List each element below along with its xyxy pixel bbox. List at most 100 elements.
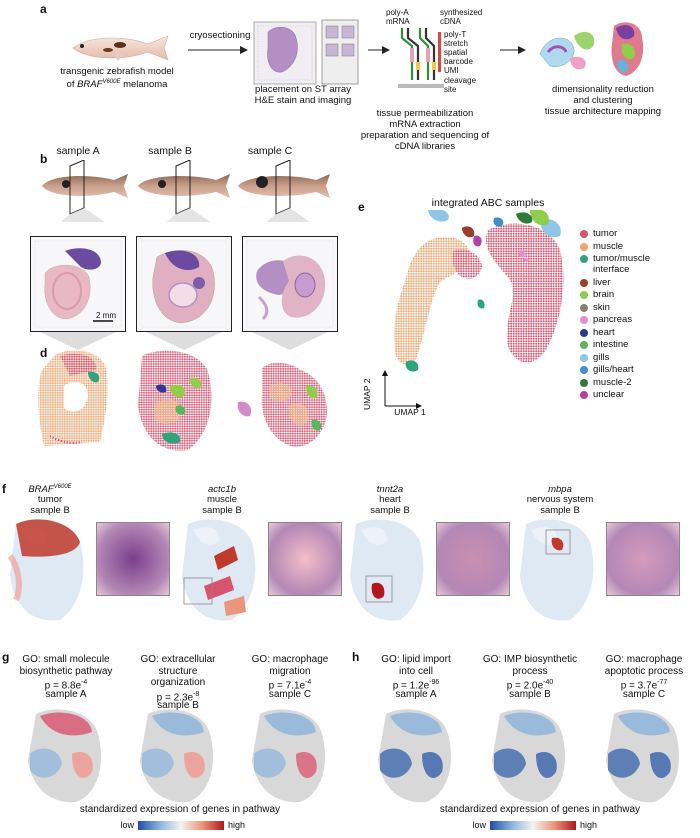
legend-swatch (580, 303, 588, 312)
step3-line2: mRNA extraction (389, 119, 461, 130)
legend-swatch (580, 255, 588, 263)
gene-sample: sample B (370, 505, 410, 516)
arrow-icon (188, 46, 248, 54)
legend-label: muscle (593, 240, 624, 252)
panel-letter-d: d (40, 346, 48, 360)
go-expression-map (140, 709, 214, 803)
arrow-icon (500, 46, 526, 54)
go-expression-map (378, 709, 452, 803)
go-sample: sample A (395, 688, 437, 700)
legend-label: tumor/muscle interface (593, 253, 651, 275)
funnels-cd (40, 332, 328, 350)
legend-label: pancreas (593, 314, 633, 325)
probe-bracket (438, 32, 441, 72)
legend-label: intestine (593, 339, 629, 350)
he-inset-image (436, 522, 510, 596)
legend-label: tumor (593, 228, 618, 239)
panel-letter-f: f (2, 482, 6, 496)
he-image-sample-a: 2 mm (30, 236, 126, 332)
umap-axes-icon (382, 370, 422, 409)
legend-swatch (580, 391, 588, 399)
capture-probe-illustration (398, 28, 444, 88)
legend-label: heart (593, 326, 615, 338)
legend-swatch (580, 230, 588, 238)
go-term-line: GO: lipid import (381, 654, 451, 665)
step2-line1: placement on ST array (255, 84, 351, 95)
go-sample: sample A (45, 688, 87, 700)
legend-label: skin (593, 301, 610, 313)
panel-letter-a: a (40, 2, 47, 16)
he-inset-image (268, 522, 342, 596)
polyt-label: poly-T stretch (444, 30, 469, 48)
legend-swatch (580, 341, 588, 349)
legend-item: heart (580, 327, 690, 340)
gene-tissue: heart (379, 494, 401, 505)
colorbar-title-h: standardized expression of genes in path… (439, 804, 641, 815)
st-array-illustration (253, 19, 359, 85)
step2-line2: H&E stain and imaging (254, 95, 352, 106)
gene-expression-map (350, 519, 424, 621)
legend-label: brain (593, 289, 615, 300)
colorbar-g (138, 821, 224, 830)
go-pvalue: p = 2.3e-8 (156, 690, 200, 703)
gene-sample: sample B (30, 505, 70, 516)
fish-c (238, 160, 330, 215)
go-pvalue: p = 1.2e-96 (392, 679, 440, 692)
go-pvalue: p = 2.0e-40 (506, 679, 554, 692)
gene-header: BRAFV600E (28, 484, 72, 496)
zebrafish-icon (72, 35, 169, 61)
panel-letter-g: g (2, 650, 10, 664)
he-inset-image (606, 522, 680, 596)
legend-swatch (580, 328, 588, 337)
legend-label: gills/heart (593, 364, 634, 375)
legend-swatch (580, 242, 588, 251)
go-term-line: organization (150, 677, 206, 688)
gene-tissue: tumor (37, 494, 63, 505)
colorbar-h (490, 821, 576, 830)
go-term-line: process (512, 665, 548, 677)
go-expression-map (606, 709, 680, 803)
go-pvalue: p = 8.8e-4 (44, 679, 88, 692)
go-sample: sample C (268, 688, 312, 700)
legend-label: muscle-2 (593, 376, 632, 388)
go-term-line: GO: macrophage (605, 654, 683, 665)
spatial-barcode-label: spatial barcode (444, 48, 473, 66)
go-sample: sample C (622, 688, 666, 700)
colorbar-low-g: low (120, 820, 134, 830)
legend-swatch (580, 366, 588, 374)
umap-plot (393, 210, 564, 372)
legend-item: unclear (580, 389, 690, 402)
he-image-sample-c (242, 236, 338, 332)
gene-tissue: muscle (206, 494, 238, 505)
fish-b (138, 160, 230, 215)
panel-letter-e: e (358, 200, 365, 214)
go-term-line: structure (158, 665, 198, 677)
legend-swatch (580, 353, 588, 362)
go-term-line: GO: small molecule (22, 654, 110, 665)
legend-swatch (580, 291, 588, 299)
arrow-icon (368, 46, 390, 54)
legend-item: gills (580, 352, 690, 365)
he-image-sample-b (136, 236, 232, 332)
scale-bar-label: 2 mm (96, 311, 116, 320)
legend-item: pancreas (580, 314, 690, 327)
legend-item: intestine (580, 339, 690, 352)
legend-swatch (580, 316, 588, 324)
go-term-line: migration (269, 665, 311, 677)
legend-item: muscle-2 (580, 377, 690, 390)
fish-label-line1: transgenic zebrafish model (60, 66, 174, 77)
sample-label-c: sample C (247, 145, 293, 157)
legend-label: gills (593, 351, 610, 363)
he-inset-image (96, 522, 170, 596)
legend-item: tumor (580, 228, 690, 241)
gene-header: mbpa (548, 484, 572, 496)
go-term-line: GO: extracellular (140, 654, 216, 665)
go-expression-map (28, 709, 102, 803)
go-term-line: GO: IMP biosynthetic (482, 654, 578, 665)
gene-expression-map (7, 519, 84, 621)
colorbar-high-h: high (580, 820, 598, 830)
gene-expression-map (182, 519, 256, 621)
panel-letter-h: h (352, 650, 360, 664)
colorbar-low-h: low (472, 820, 486, 830)
